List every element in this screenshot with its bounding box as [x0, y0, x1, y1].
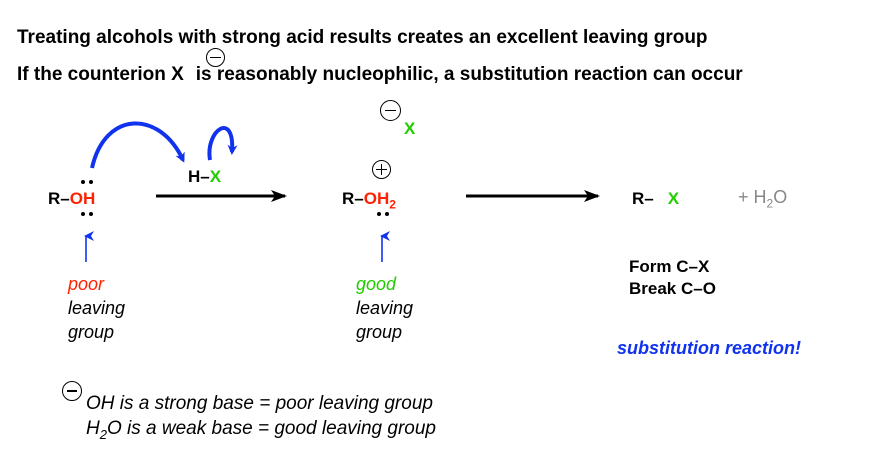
- poor-leaving-group-label: poor leaving group: [68, 272, 125, 344]
- curved-arrow-bond-to-x: [207, 126, 238, 161]
- good-group-word: group: [356, 322, 403, 342]
- lone-pair-intermediate: [377, 212, 389, 216]
- bond-changes: Form C–X Break C–O: [629, 256, 716, 300]
- negative-charge-icon: [380, 100, 401, 121]
- good-leaving-group-label: good leaving group: [356, 272, 413, 344]
- positive-charge-icon: [372, 160, 391, 179]
- heading-line-2-end: is reasonably nucleophilic, a substituti…: [195, 64, 743, 85]
- counterion-x: X: [404, 119, 416, 138]
- intermediate-subscript: 2: [389, 197, 396, 212]
- note-line-2: H2O is a weak base = good leaving group: [86, 418, 436, 442]
- poor-group-word: group: [68, 322, 115, 342]
- substitution-reaction-label: substitution reaction!: [617, 338, 801, 358]
- heading-line-2: If the counterion X is reasonably nucleop…: [17, 64, 743, 86]
- product-water: + H2O: [738, 187, 787, 211]
- reactant-r: R–: [48, 189, 70, 208]
- product-x: X: [667, 189, 680, 208]
- negative-charge-notes-icon: [62, 381, 82, 401]
- good-leaving-word: leaving: [356, 298, 414, 318]
- note-line-1: OH is a strong base = poor leaving group: [86, 393, 433, 414]
- form-bond-text: Form C–X: [629, 257, 710, 276]
- product-r: R–: [632, 189, 654, 208]
- reactant-oh: OH: [69, 189, 96, 208]
- poor-word: poor: [68, 274, 105, 294]
- reactant-alcohol: R–OH: [48, 189, 95, 209]
- note-subscript: 2: [99, 426, 107, 442]
- note-rest: O is a weak base = good leaving group: [106, 418, 436, 439]
- reagent-x: X: [209, 167, 222, 186]
- reagent-h: H–: [188, 167, 210, 186]
- intermediate-o: O: [363, 189, 377, 208]
- intermediate-oxonium: R–OH2: [342, 189, 396, 211]
- curved-arrow-o-to-h: [90, 121, 185, 169]
- break-bond-text: Break C–O: [629, 279, 716, 298]
- water-subscript: 2: [766, 196, 774, 211]
- negative-charge-heading-icon: [206, 48, 225, 67]
- water-o: O: [773, 187, 788, 207]
- intermediate-r: R–: [342, 189, 364, 208]
- lone-pair-top: [81, 180, 93, 184]
- good-word: good: [356, 274, 397, 294]
- water-plus-h: + H: [738, 187, 767, 207]
- heading-line-2-start: If the counterion X: [17, 64, 184, 85]
- note-h: H: [86, 418, 100, 439]
- reagent-hx: H–X: [188, 167, 221, 187]
- lone-pair-bottom: [81, 212, 93, 216]
- intermediate-h: H: [376, 189, 390, 208]
- product-rx: R– X: [632, 189, 679, 209]
- heading-line-1: Treating alcohols with strong acid resul…: [17, 27, 708, 48]
- poor-leaving-word: leaving: [68, 298, 126, 318]
